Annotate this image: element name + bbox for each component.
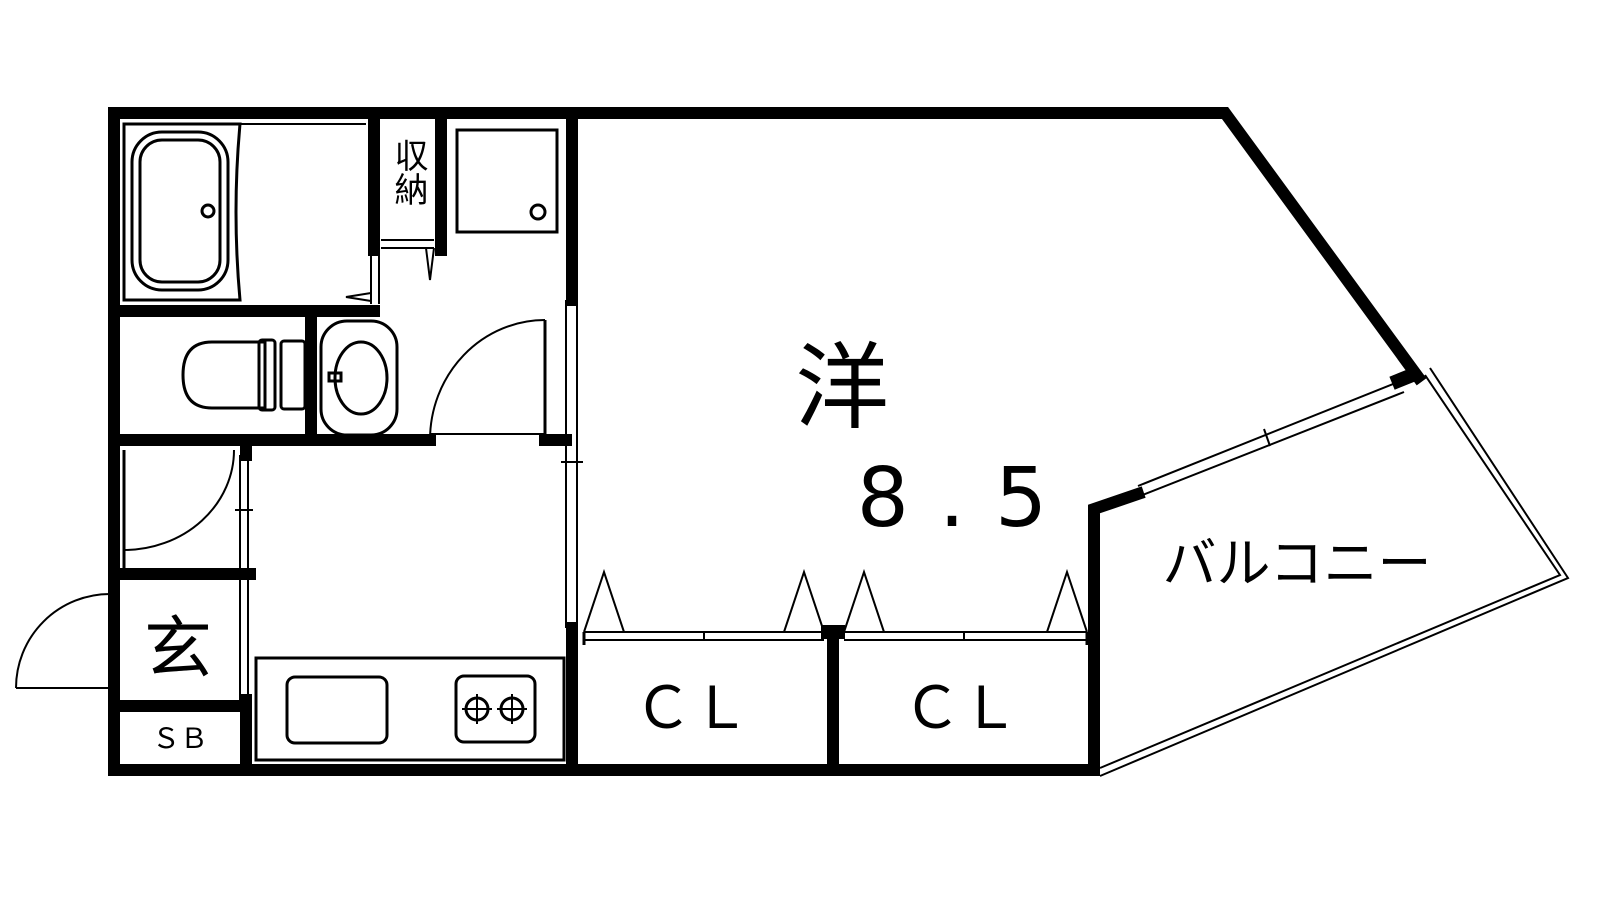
interior-walls [108, 107, 839, 776]
shoe-box-label: ＳＢ [152, 722, 208, 755]
storage-fixture [381, 239, 435, 281]
balcony-outline [1099, 367, 1570, 777]
washing-machine-pan [455, 128, 559, 234]
closet-label-1: ＣＬ [634, 674, 750, 742]
toilet [124, 338, 307, 437]
entrance-closet-door [122, 449, 253, 570]
wash-basin [319, 319, 399, 437]
closet-label-2: ＣＬ [903, 674, 1019, 742]
kitchen-counter [254, 656, 566, 762]
entrance-door [15, 580, 249, 700]
balcony-window [1137, 366, 1421, 497]
entrance-label: 玄 [144, 610, 212, 689]
bathroom-door [345, 256, 380, 304]
western-room-label: 洋 [795, 334, 889, 443]
washroom-door [429, 319, 547, 441]
sliding-door-western [561, 300, 583, 628]
western-room-size: 8.5 [857, 451, 1077, 546]
bathtub [122, 122, 366, 302]
balcony-label: バルコニー [1163, 532, 1432, 595]
closet-doors [582, 568, 1089, 645]
outer-walls [108, 107, 1427, 776]
storage-label: 収納 [388, 138, 428, 206]
